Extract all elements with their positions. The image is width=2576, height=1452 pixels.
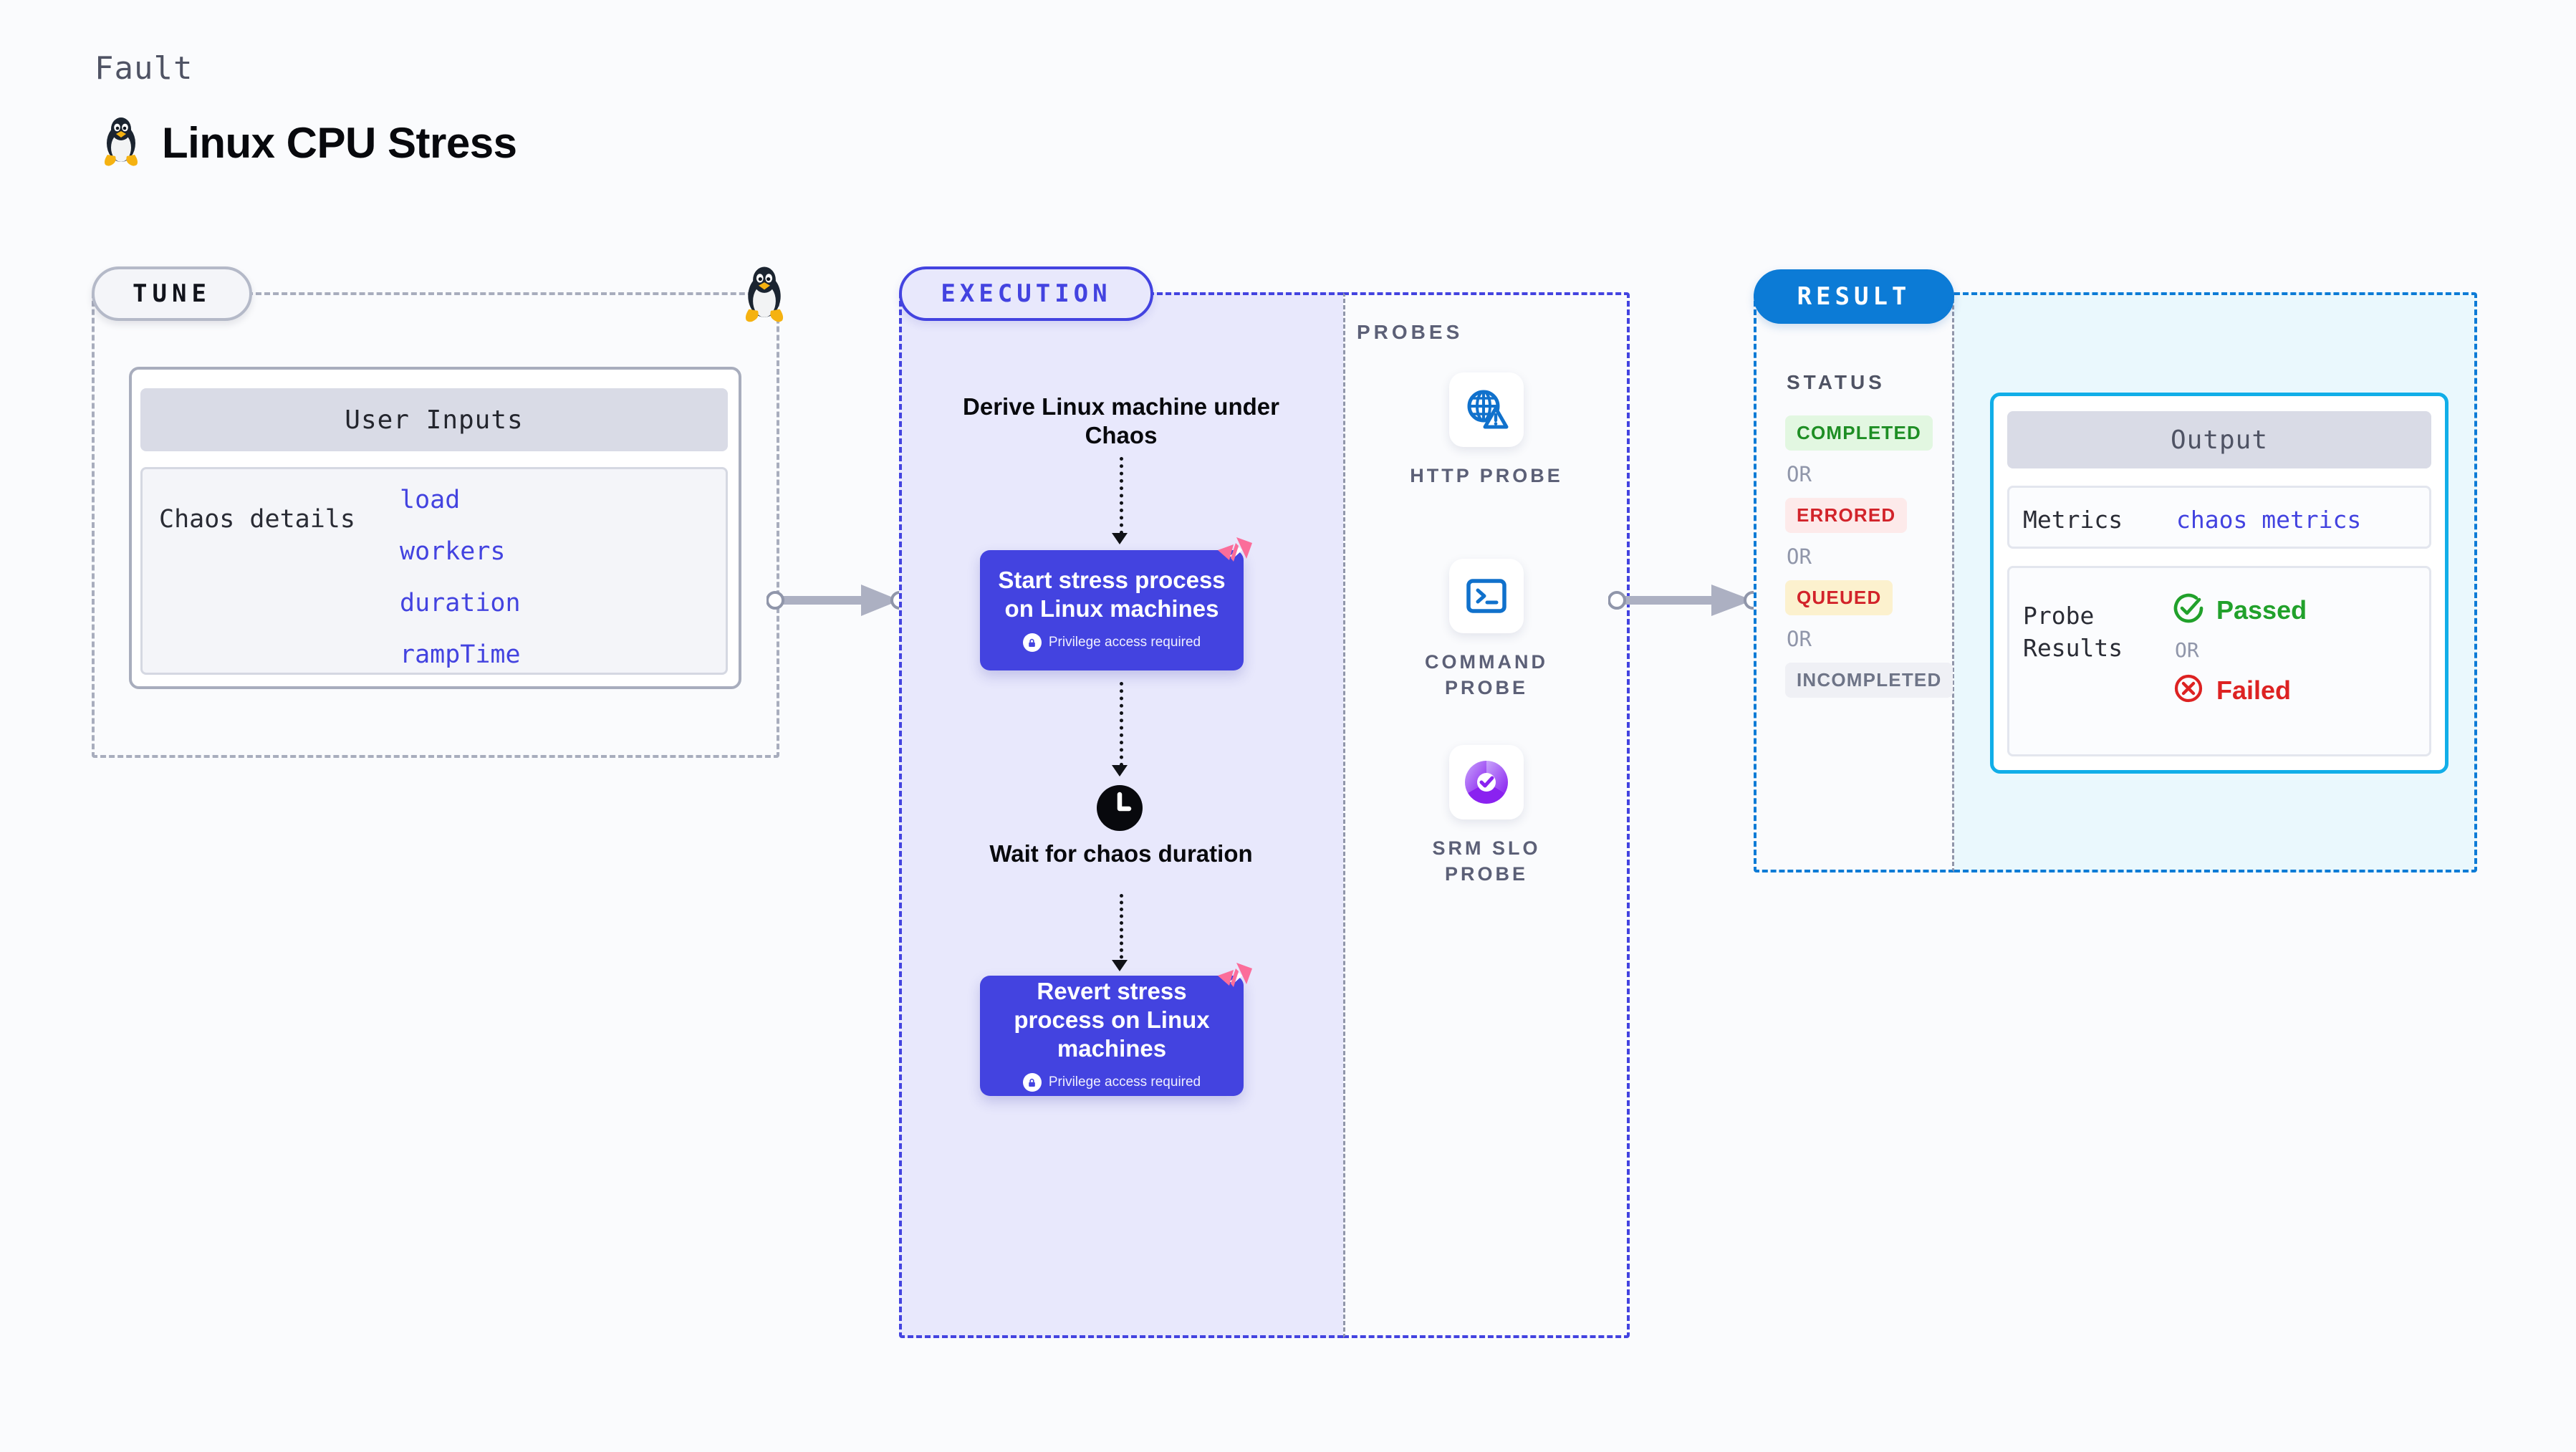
probe-item-command-label: COMMAND PROBE [1425, 651, 1548, 699]
status-badge-incompleted: INCOMPLETED [1785, 663, 1953, 698]
execution-step-revert-label: Revert stress process on Linux machines [1014, 977, 1210, 1062]
probe-item-srm-slo[interactable]: SRM SLO PROBE [1393, 745, 1580, 888]
probe-results-values: Passed OR Failed [2172, 592, 2408, 708]
execution-step-revert-card[interactable]: Revert stress process on Linux machines … [980, 963, 1252, 1096]
lock-icon [1022, 1073, 1042, 1092]
probe-item-command[interactable]: COMMAND PROBE [1393, 559, 1580, 701]
privilege-note-text: Privilege access required [1048, 1074, 1201, 1090]
chaos-param-workers: workers [400, 537, 506, 566]
output-metrics-value: chaos metrics [2176, 506, 2362, 534]
lock-icon [1022, 633, 1042, 653]
flow-arrow-line [1120, 682, 1126, 766]
privilege-note: Privilege access required [1022, 1073, 1201, 1092]
globe-warning-icon [1449, 372, 1524, 447]
flow-arrow-head [1112, 533, 1128, 544]
connector-execution-to-result [1607, 579, 1763, 622]
execution-step-start-card[interactable]: Start stress process on Linux machines P… [980, 537, 1252, 670]
linux-penguin-icon [100, 115, 142, 171]
flow-arrow-head [1112, 960, 1128, 971]
fault-title-row: Linux CPU Stress [100, 115, 517, 171]
probe-item-http-label: HTTP PROBE [1410, 465, 1563, 486]
probe-result-passed-label: Passed [2216, 595, 2307, 625]
output-metrics-key: Metrics [2023, 506, 2123, 534]
chaos-params-list: load workers duration rampTime [400, 486, 521, 669]
status-badge-completed: COMPLETED [1785, 415, 1933, 451]
status-badge-queued: QUEUED [1785, 580, 1893, 615]
check-circle-icon [2172, 592, 2205, 628]
user-inputs-header: User Inputs [140, 388, 728, 451]
linux-penguin-icon [739, 264, 789, 327]
output-probe-results-row [2007, 566, 2431, 756]
privilege-note-text: Privilege access required [1048, 635, 1201, 650]
status-or-2: OR [1787, 544, 1812, 569]
probe-item-http[interactable]: HTTP PROBE [1393, 372, 1580, 489]
status-or-1: OR [1787, 462, 1812, 486]
flow-arrow-line [1120, 894, 1126, 966]
chaos-details-box [140, 467, 728, 675]
execution-badge: EXECUTION [899, 266, 1153, 321]
probe-result-failed: Failed [2172, 672, 2408, 708]
chaos-param-duration: duration [400, 589, 521, 617]
fault-eyebrow-label: Fault [95, 50, 193, 87]
tune-panel [92, 292, 779, 758]
flow-arrow-line [1120, 457, 1126, 534]
terminal-icon [1449, 559, 1524, 633]
x-circle-icon [2172, 672, 2205, 708]
chaos-details-label: Chaos details [159, 505, 355, 534]
status-badge-errored: ERRORED [1785, 498, 1908, 533]
tune-badge: TUNE [92, 266, 252, 321]
connector-tune-to-execution [766, 579, 910, 622]
page-title: Linux CPU Stress [162, 119, 517, 167]
chaos-param-load: load [400, 486, 461, 514]
harness-logo-icon [1215, 534, 1255, 574]
result-badge: RESULT [1754, 269, 1954, 324]
status-section-label: STATUS [1787, 371, 1885, 393]
probe-result-failed-label: Failed [2216, 675, 2292, 705]
flow-arrow-head [1112, 765, 1128, 777]
chaos-param-ramptime: rampTime [400, 640, 521, 669]
donut-check-icon [1449, 745, 1524, 819]
output-metrics-row [2007, 486, 2431, 549]
output-card-header: Output [2007, 411, 2431, 468]
privilege-note: Privilege access required [1022, 633, 1201, 653]
status-list: COMPLETED OR ERRORED OR QUEUED OR INCOMP… [1785, 415, 1953, 698]
probe-item-srm-slo-label: SRM SLO PROBE [1432, 837, 1541, 885]
probe-result-passed: Passed [2172, 592, 2408, 628]
clock-icon [1095, 784, 1144, 836]
execution-step-start-label: Start stress process on Linux machines [998, 566, 1226, 622]
execution-step-derive-label: Derive Linux machine under Chaos [963, 393, 1279, 449]
status-or-3: OR [1787, 627, 1812, 651]
harness-logo-icon [1215, 960, 1255, 1000]
probes-section-label: PROBES [1357, 321, 1464, 343]
probe-result-or: OR [2175, 638, 2199, 662]
execution-step-wait-label: Wait for chaos duration [989, 840, 1253, 867]
